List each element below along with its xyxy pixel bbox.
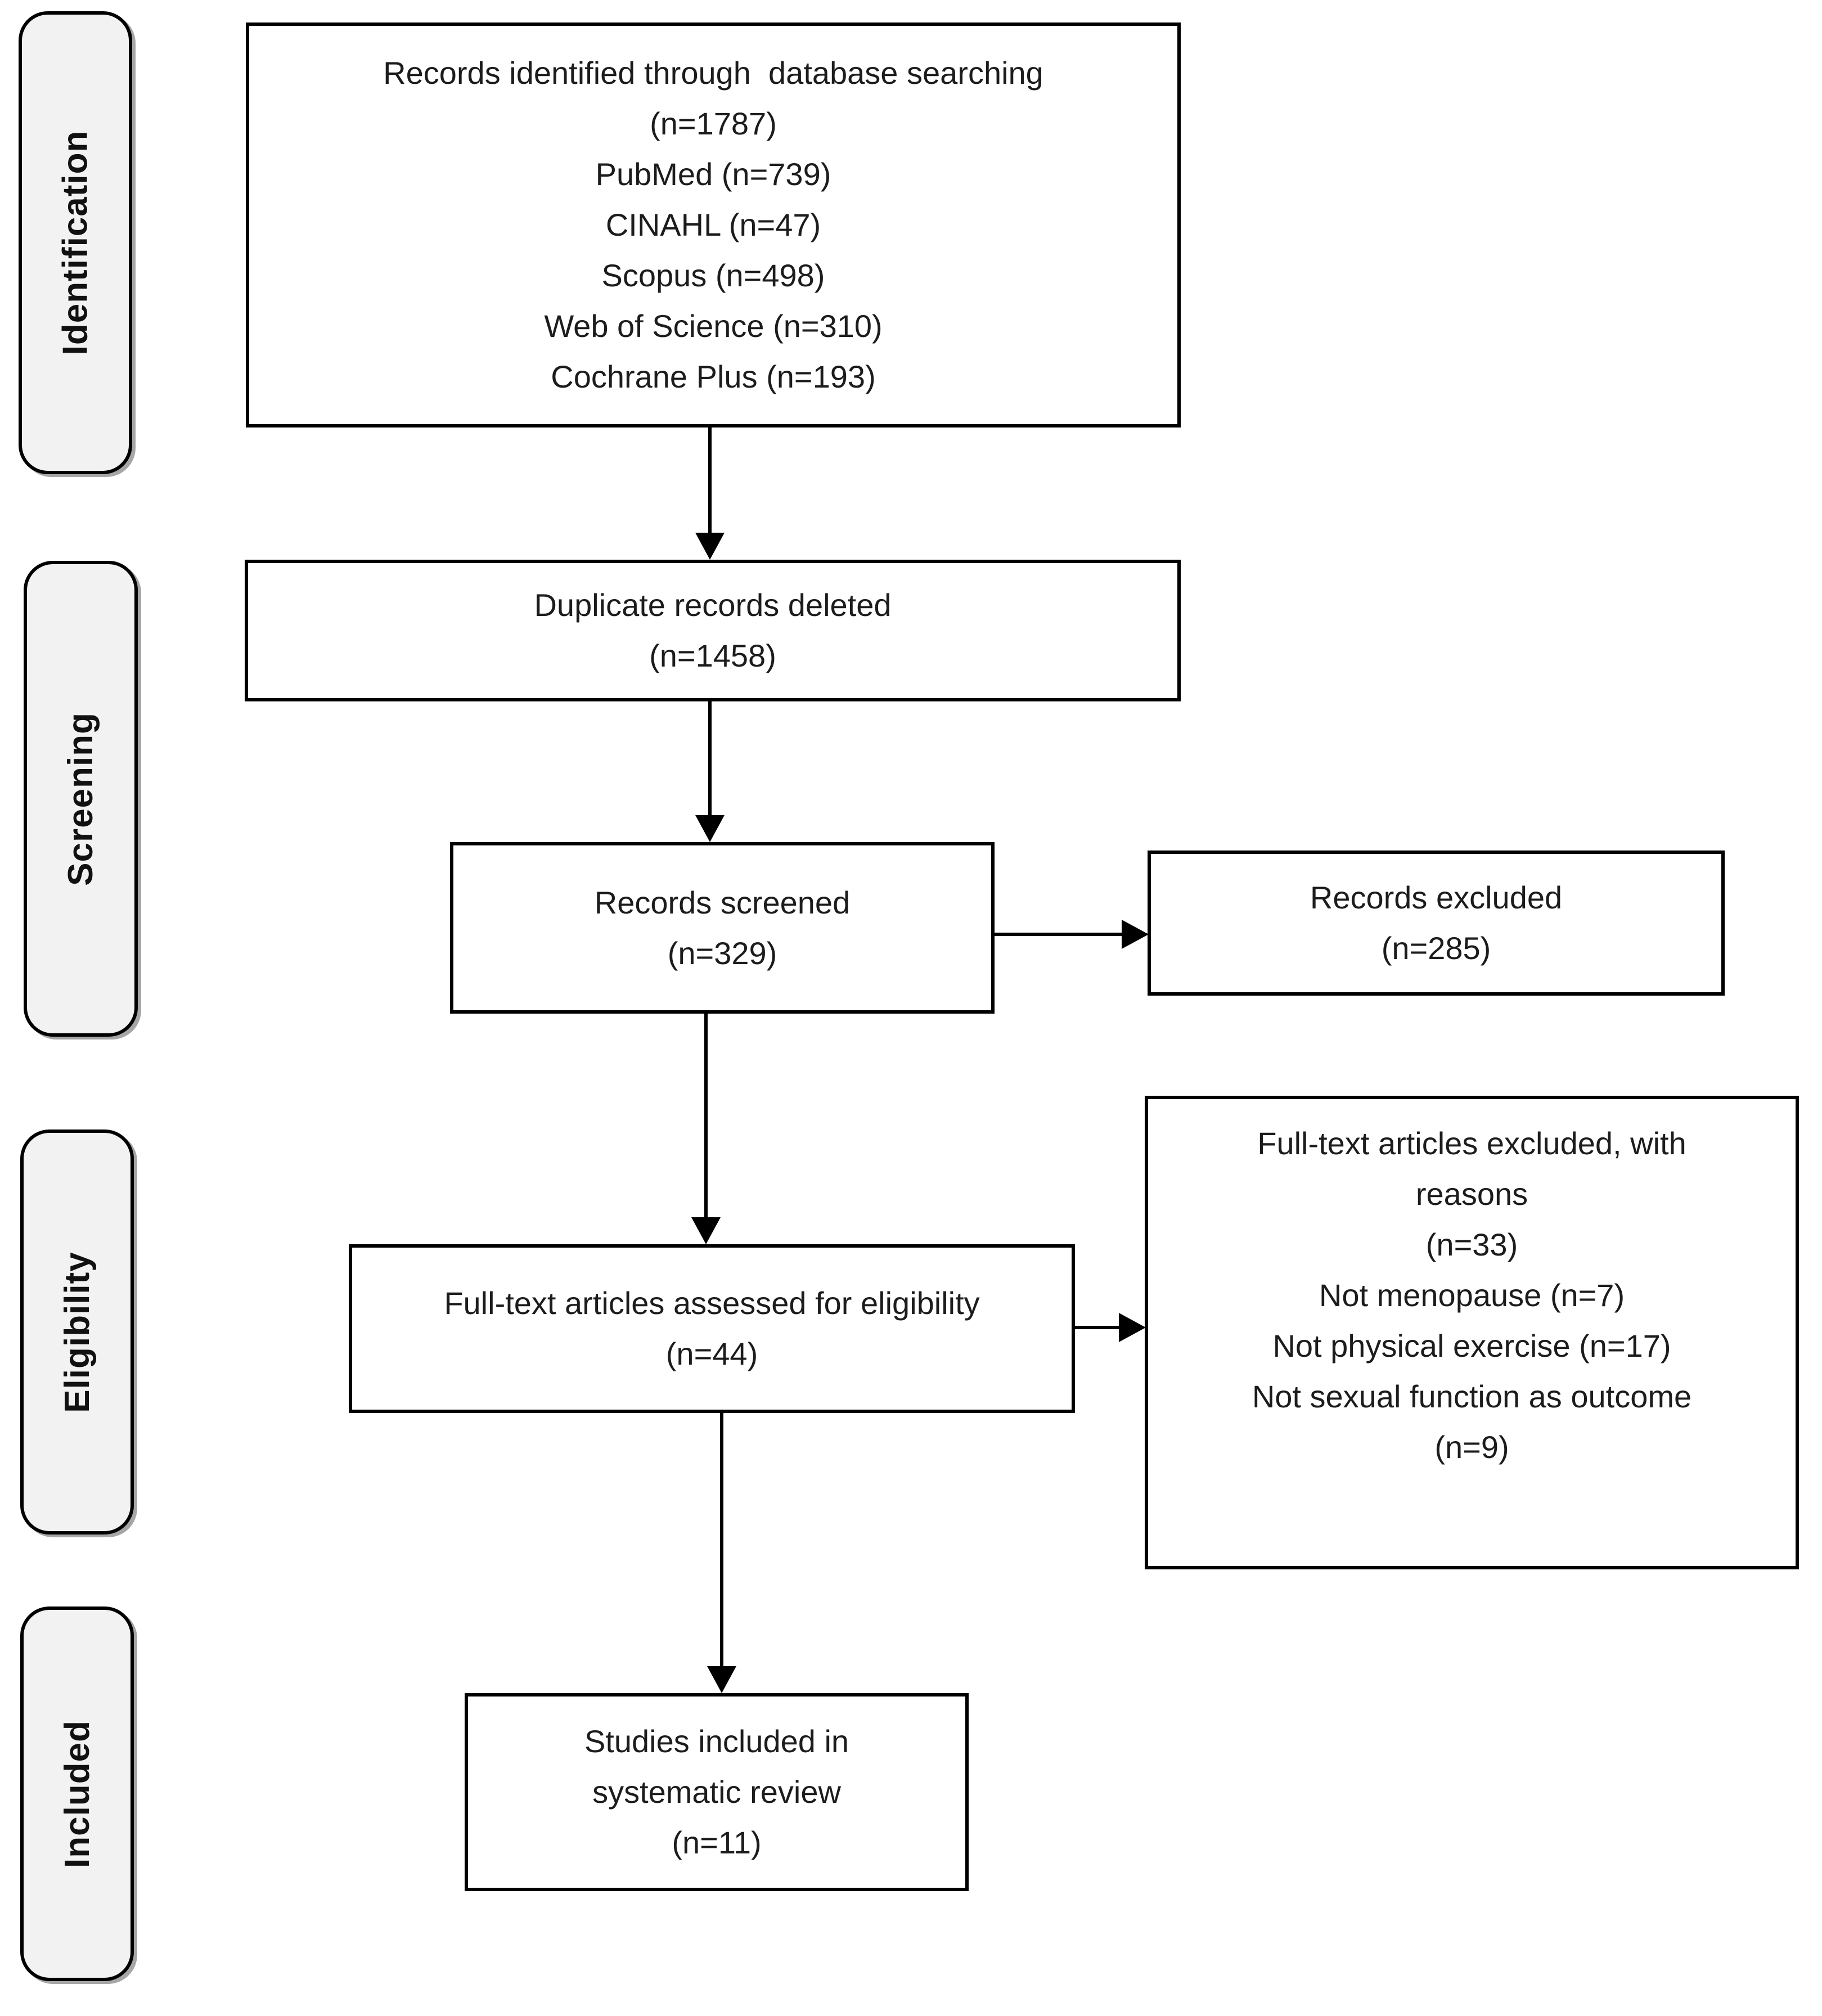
stage-eligibility: Eligibility xyxy=(20,1130,134,1534)
box-duplicates-deleted: Duplicate records deleted (n=1458) xyxy=(245,560,1181,701)
arrow-line-fulltext-to-reasons xyxy=(1073,1326,1121,1329)
text-line: PubMed (n=739) xyxy=(595,156,831,192)
box-records-identified: Records identified through database sear… xyxy=(246,22,1181,428)
text-line: Scopus (n=498) xyxy=(601,258,825,293)
stage-screening: Screening xyxy=(24,561,138,1037)
text-line: (n=11) xyxy=(672,1825,762,1860)
text-line: (n=1787) xyxy=(650,106,777,141)
text-line: Duplicate records deleted xyxy=(534,587,892,623)
text-line: Records screened xyxy=(594,884,851,920)
stage-screening-label: Screening xyxy=(61,712,100,886)
text-line: Full-text articles excluded, with xyxy=(1257,1126,1686,1161)
text-line: Records identified through database sear… xyxy=(383,55,1043,91)
text-line: Records excluded xyxy=(1310,880,1563,915)
text-line: systematic review xyxy=(592,1774,841,1810)
text-line: (n=9) xyxy=(1434,1429,1509,1465)
arrowhead-down-icon xyxy=(691,1217,721,1244)
text-line: Not menopause (n=7) xyxy=(1319,1277,1625,1313)
arrow-line-duplicates-to-screened xyxy=(708,700,712,817)
arrow-line-identified-to-duplicates xyxy=(708,426,712,534)
text-line: (n=33) xyxy=(1425,1227,1518,1262)
box-fulltext-excluded: Full-text articles excluded, with reason… xyxy=(1145,1096,1799,1569)
text-line: (n=1458) xyxy=(649,638,776,673)
text-line: Cochrane Plus (n=193) xyxy=(551,359,876,394)
stage-identification: Identification xyxy=(19,11,132,474)
arrow-line-screened-to-fulltext xyxy=(704,1012,708,1219)
stage-eligibility-label: Eligibility xyxy=(57,1251,97,1413)
text-line: reasons xyxy=(1415,1176,1528,1212)
box-records-excluded: Records excluded (n=285) xyxy=(1148,850,1725,996)
text-line: CINAHL (n=47) xyxy=(605,207,821,242)
arrowhead-right-icon xyxy=(1119,1313,1146,1342)
arrowhead-down-icon xyxy=(695,815,725,842)
arrowhead-right-icon xyxy=(1122,920,1149,949)
text-line: (n=329) xyxy=(667,935,777,971)
stage-included: Included xyxy=(20,1606,134,1981)
arrowhead-down-icon xyxy=(695,533,725,560)
stage-identification-label: Identification xyxy=(56,130,95,356)
arrowhead-down-icon xyxy=(707,1666,736,1693)
text-line: Full-text articles assessed for eligibil… xyxy=(444,1285,980,1321)
text-line: Studies included in xyxy=(584,1724,849,1759)
box-studies-included: Studies included in systematic review (n… xyxy=(465,1693,969,1891)
arrow-line-fulltext-to-included xyxy=(720,1412,723,1666)
text-line: Not physical exercise (n=17) xyxy=(1272,1328,1671,1364)
text-line: Web of Science (n=310) xyxy=(544,308,883,344)
text-line: (n=44) xyxy=(665,1336,758,1371)
text-line: Not sexual function as outcome xyxy=(1252,1379,1692,1414)
box-fulltext-assessed: Full-text articles assessed for eligibil… xyxy=(349,1244,1075,1413)
text-line: (n=285) xyxy=(1381,930,1491,966)
stage-included-label: Included xyxy=(57,1720,97,1868)
arrow-line-screened-to-excluded xyxy=(993,933,1123,936)
box-records-screened: Records screened (n=329) xyxy=(450,842,995,1014)
